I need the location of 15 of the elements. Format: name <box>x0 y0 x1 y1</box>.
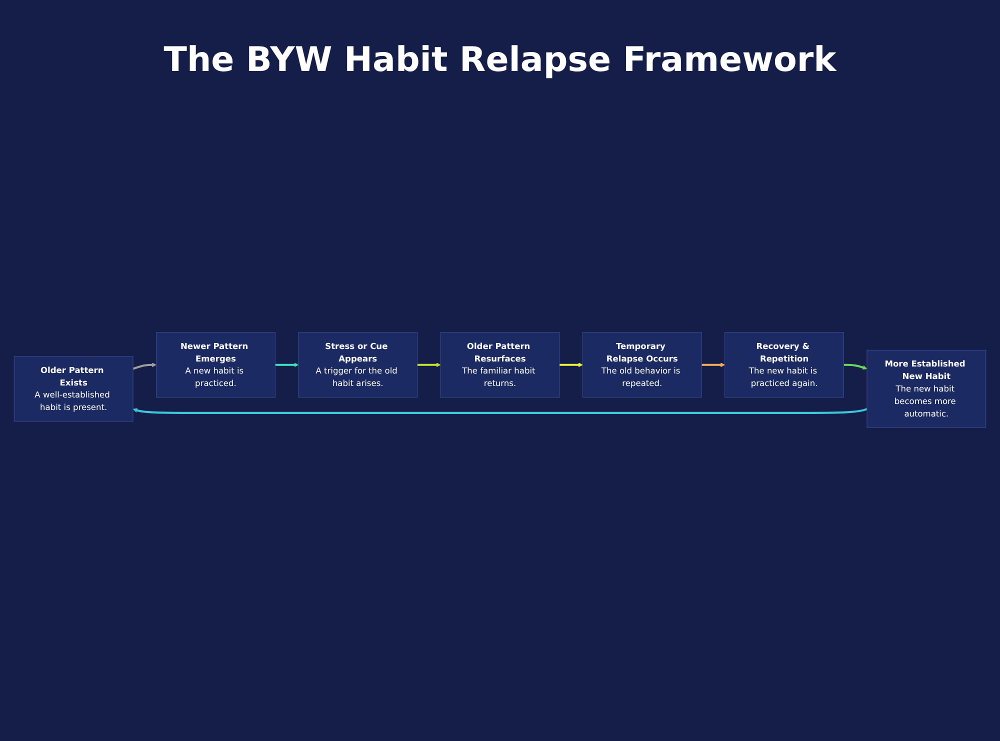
arrow <box>417 362 441 368</box>
node-box: Older Pattern Resurfaces The familiar habit returns. <box>440 332 560 398</box>
node-box: Temporary Relapse Occurs The old behavior is repeated. <box>582 332 702 398</box>
arrow <box>844 364 868 370</box>
node-box: Older Pattern Exists A well-established habit is present. <box>14 356 134 422</box>
arrow <box>275 362 299 368</box>
node-box: More Established New Habit The new habit becomes more automatic. <box>866 350 986 428</box>
node-box: Newer Pattern Emerges A new habit is practiced. <box>156 332 276 398</box>
node-box: Recovery & Repetition The new habit is practiced again. <box>724 332 844 398</box>
diagram-title: The BYW Habit Relapse Framework <box>162 40 838 80</box>
node-box: Stress or Cue Appears A trigger for the old habit arises. <box>298 332 418 398</box>
arrow <box>132 362 156 370</box>
arrow <box>559 362 583 368</box>
arrow <box>702 362 726 368</box>
arrow <box>132 408 868 414</box>
